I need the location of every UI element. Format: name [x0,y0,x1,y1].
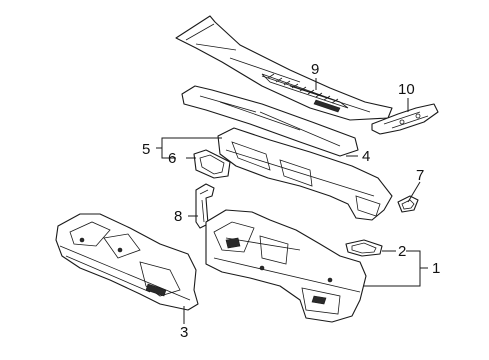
callout-2: 2 [398,243,406,260]
part-8-hose [195,183,215,229]
callout-8: 8 [174,208,182,225]
callout-5: 5 [142,141,150,158]
part-3-insulator [55,213,199,311]
callout-4: 4 [362,148,370,165]
callout-3: 3 [180,324,188,341]
part-6-seal [193,149,231,179]
part-7-plug [397,195,419,213]
part-4-cowl-panel [181,85,359,157]
part-5-dash-panel-upper [217,127,393,221]
part-9-cowl-grille [175,15,393,121]
callout-7: 7 [416,167,424,184]
leader-7 [407,181,421,203]
part-10-bracket [371,103,439,135]
leader-lines [156,78,428,324]
callout-9: 9 [311,61,319,78]
leader-5 [156,137,222,159]
part-1-dash-panel [205,209,367,323]
callout-10: 10 [398,81,415,98]
leader-1 [364,250,428,287]
part-2-gasket [345,239,383,257]
callout-1: 1 [432,260,440,277]
callout-6: 6 [168,150,176,167]
